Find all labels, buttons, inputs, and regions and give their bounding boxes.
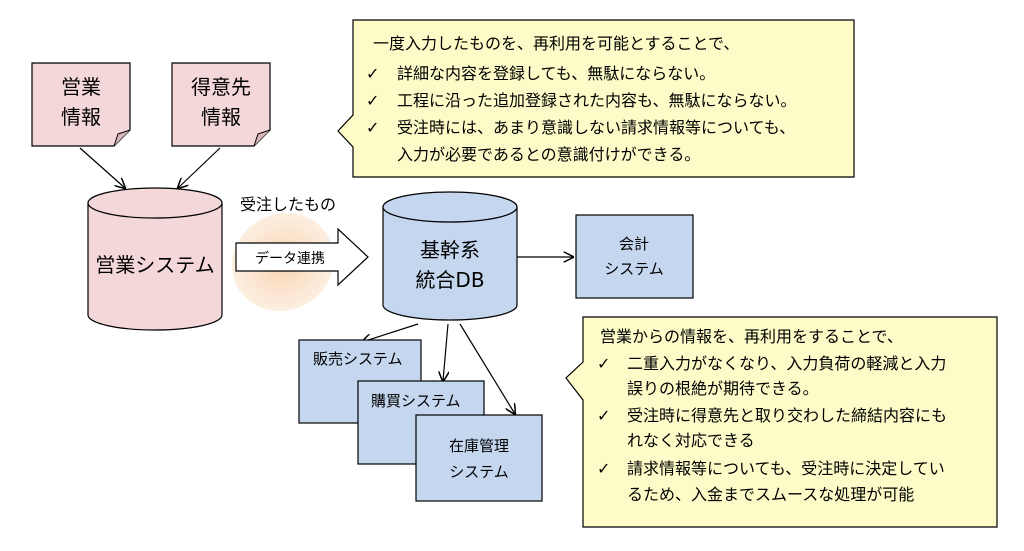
- callout-top-intro: 一度入力したものを、再利用を可能とすることで、: [373, 34, 739, 53]
- callout-bottom-bullet-1-line2: 誤りの根絶が期待できる。: [627, 379, 819, 398]
- callout-top-check-2: ✓: [366, 91, 379, 110]
- inventory-line2: システム: [449, 463, 509, 481]
- purchasing-subsystem-label: 購買システム: [371, 392, 461, 410]
- callout-top-check-3: ✓: [366, 118, 379, 137]
- arrow-sales-info-to-sales-system: [79, 147, 125, 188]
- core-db-cylinder: 基幹系 統合DB: [382, 191, 518, 321]
- callout-top: 一度入力したものを、再利用を可能とすることで、 ✓ 詳細な内容を登録しても、無駄…: [337, 19, 855, 178]
- callout-top-check-1: ✓: [366, 64, 379, 83]
- sales-system-cylinder: 営業システム: [87, 187, 223, 331]
- callout-top-bullet-1-line1: 詳細な内容を登録しても、無駄にならない。: [397, 64, 715, 83]
- inventory-subsystem-box: 在庫管理 システム: [415, 414, 543, 502]
- callout-bottom-bullet-3-line2: るため、入金までスムースな処理が可能: [627, 485, 914, 504]
- doc-sales-info: 営業 情報: [31, 62, 131, 147]
- callout-bottom: 営業からの情報を、再利用をすることで、 ✓ 二重入力がなくなり、入力負荷の軽減と…: [565, 316, 998, 528]
- accounting-line1: 会計: [619, 235, 649, 253]
- sales-subsystem-label: 販売システム: [313, 350, 403, 368]
- callout-top-bullet-3-line2: 入力が必要であるとの意識付けができる。: [397, 145, 700, 164]
- callout-top-bullet-2-line1: 工程に沿った追加登録された内容も、無駄にならない。: [397, 91, 797, 110]
- inventory-line1: 在庫管理: [449, 437, 509, 455]
- doc-sales-info-line1: 営業: [61, 75, 101, 99]
- doc-customer-info: 得意先 情報: [171, 62, 271, 147]
- callout-bottom-bullet-2-line2: れなく対応できる: [627, 431, 755, 450]
- callout-bottom-check-2: ✓: [597, 406, 610, 425]
- callout-bottom-bullet-2-line1: 受注時に得意先と取り交わした締結内容にも: [627, 406, 947, 425]
- accounting-line2: システム: [604, 260, 664, 278]
- callout-bottom-check-1: ✓: [597, 354, 610, 373]
- core-db-line1: 基幹系: [420, 238, 480, 262]
- doc-sales-info-line2: 情報: [61, 105, 101, 129]
- data-link-label: データ連携: [255, 250, 325, 267]
- doc-customer-info-line2: 情報: [201, 105, 241, 129]
- callout-bottom-check-3: ✓: [597, 459, 610, 478]
- callout-bottom-bullet-3-line1: 請求情報等についても、受注時に決定してい: [627, 459, 945, 478]
- callout-bottom-bullet-1-line1: 二重入力がなくなり、入力負荷の軽減と入力: [627, 354, 946, 373]
- sales-system-label: 営業システム: [95, 253, 214, 277]
- orders-label: 受注したもの: [240, 195, 336, 214]
- callout-top-bullet-3-line1: 受注時には、あまり意識しない請求情報等についても、: [397, 118, 795, 137]
- arrow-db-to-purchasing: [443, 323, 448, 381]
- data-link-arrow: データ連携: [235, 227, 369, 287]
- arrow-db-to-inventory: [459, 323, 515, 414]
- core-db-line2: 統合DB: [415, 268, 484, 292]
- callout-bottom-intro: 営業からの情報を、再利用をすることで、: [600, 327, 903, 346]
- arrow-db-to-sales: [362, 323, 419, 342]
- arrow-customer-info-to-sales-system: [178, 147, 221, 188]
- doc-customer-info-line1: 得意先: [191, 75, 251, 99]
- accounting-system-box: 会計 システム: [575, 214, 694, 299]
